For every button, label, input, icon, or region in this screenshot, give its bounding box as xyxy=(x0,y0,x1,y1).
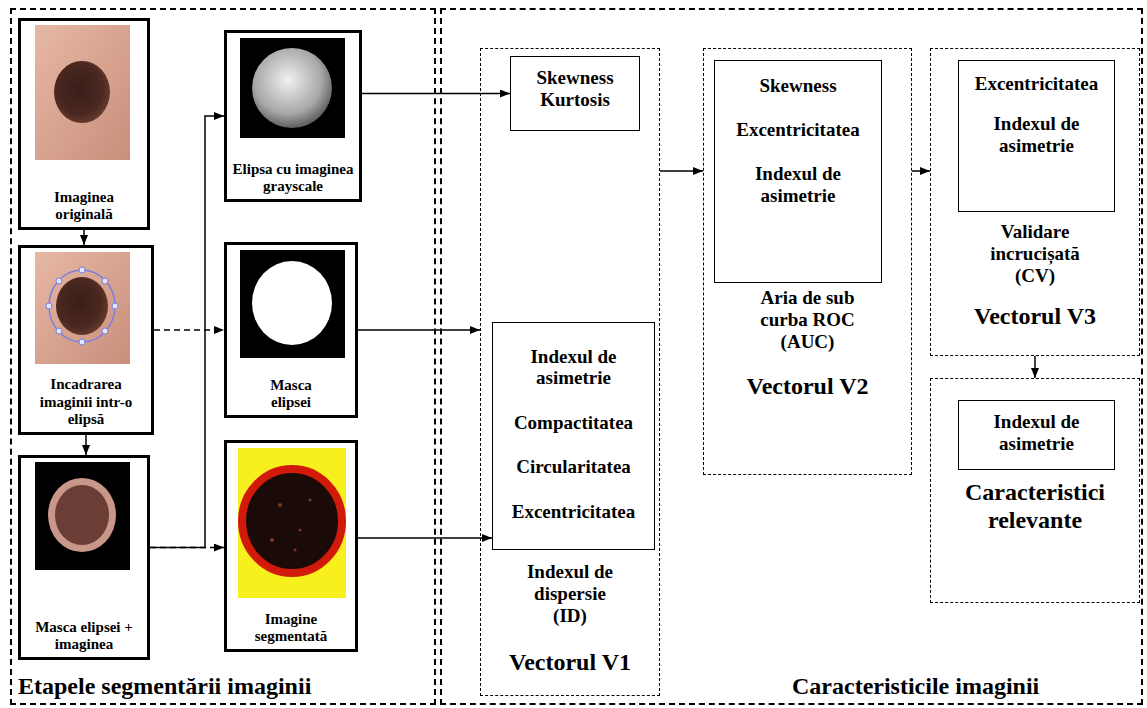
gray-mole xyxy=(252,48,332,128)
image-step-box: Masca elipsei + imaginea xyxy=(18,455,150,660)
segment-ground xyxy=(238,448,346,598)
handle xyxy=(102,328,108,334)
group-heading: Etapele segmentării imaginii xyxy=(18,673,311,701)
skin-ring xyxy=(48,478,116,552)
mask-ground xyxy=(240,250,345,358)
arrow-connector xyxy=(358,537,492,539)
image-step-box: Imaginea originală xyxy=(18,18,150,230)
grayscale-photo xyxy=(240,38,345,138)
feature-name: Indexul de asimetrie xyxy=(519,346,629,390)
feature-box: ExcentricitateaIndexul de asimetrie xyxy=(958,60,1115,212)
arrow-connector xyxy=(912,170,930,172)
group-heading: Caracteristicile imaginii xyxy=(792,673,1039,701)
ellipse-handles xyxy=(46,267,118,345)
feature-name: Circularitatea xyxy=(516,456,631,478)
arrow-connector xyxy=(83,230,85,245)
step-label: Imaginea originală xyxy=(34,189,134,224)
group-panel: Caracteristicile imaginii Indexul de disp… xyxy=(440,8,1143,705)
speckle xyxy=(299,529,302,532)
arrow-connector xyxy=(660,170,703,172)
feature-name: Indexul de asimetrie xyxy=(738,163,858,207)
handle xyxy=(79,267,85,273)
feature-name: Compactitatea xyxy=(514,412,633,434)
vector-label: Vectorul V3 xyxy=(974,303,1096,331)
handle xyxy=(56,328,62,334)
feature-name: Skewness xyxy=(759,75,836,97)
vector-panel: Aria de sub curba ROC (AUC) Vectorul V2 Sk… xyxy=(703,48,912,475)
speckle xyxy=(278,503,282,507)
vector-panel: Caracteristici relevante Indexul de asime… xyxy=(930,378,1140,603)
segment-speckles xyxy=(270,499,312,552)
step-label: Imagine segmentată xyxy=(246,611,336,646)
step-label: Masca elipsei xyxy=(256,377,326,412)
image-step-box: Incadrarea imaginii intr-o elipsă xyxy=(18,245,154,435)
step-label: Elipsa cu imaginea grayscale xyxy=(230,161,356,196)
feature-name: Excentricitatea xyxy=(736,119,859,141)
mask-ground xyxy=(35,462,130,570)
arrow-connector xyxy=(1034,356,1036,378)
handle xyxy=(102,278,108,284)
vector-label: Vectorul V1 xyxy=(509,649,631,677)
mask-ground xyxy=(240,38,345,138)
framed-photo xyxy=(35,252,130,364)
handle xyxy=(79,339,85,345)
speckle xyxy=(270,538,274,542)
feature-box: SkewnessExcentricitateaIndexul de asimet… xyxy=(714,60,882,283)
arrow-connector xyxy=(362,93,510,95)
vector-label: Validare incrucișată (CV) xyxy=(975,221,1095,287)
step-label: Incadrarea imaginii intr-o elipsă xyxy=(24,376,148,428)
skin-patch xyxy=(35,252,130,364)
skin-patch xyxy=(35,25,130,160)
mole xyxy=(56,277,108,335)
masked-photo xyxy=(35,462,130,570)
arrow-connector xyxy=(150,116,224,548)
arrow-connector xyxy=(150,547,224,549)
segmented-photo xyxy=(238,448,346,598)
step-label: Masca elipsei + imaginea xyxy=(27,619,142,654)
handle xyxy=(46,303,52,309)
ellipse-mask xyxy=(240,250,345,358)
feature-name: Excentricitatea xyxy=(975,73,1098,95)
feature-box: Indexul de asimetrie xyxy=(958,400,1115,470)
vector-label: Aria de sub curba ROC (AUC) xyxy=(753,287,863,353)
image-step-box: Elipsa cu imaginea grayscale xyxy=(224,30,362,202)
handle xyxy=(112,303,118,309)
vector-label: Caracteristici relevante xyxy=(955,479,1115,534)
arrow-connector xyxy=(358,329,480,331)
arrow-connector xyxy=(85,435,87,455)
feature-box: Indexul de asimetrieCompactitateaCircula… xyxy=(492,322,655,550)
mask-shape xyxy=(252,261,332,345)
feature-name: Indexul de asimetrie xyxy=(977,113,1097,157)
mole xyxy=(54,61,110,123)
feature-name: Excentricitatea xyxy=(512,501,635,523)
mole xyxy=(55,485,109,545)
fit-ellipse xyxy=(49,270,115,342)
original-photo xyxy=(35,25,130,160)
image-step-box: Masca elipsei xyxy=(224,242,358,418)
feature-name: Indexul de asimetrie xyxy=(977,411,1097,455)
group-panel: Etapele segmentării imaginii Imaginea ori… xyxy=(10,8,436,705)
feature-name: Skewness Kurtosis xyxy=(525,67,625,111)
image-step-box: Imagine segmentată xyxy=(224,440,358,652)
feature-box: Skewness Kurtosis xyxy=(510,56,640,131)
vector-label: Vectorul V2 xyxy=(747,373,869,401)
speckle xyxy=(309,499,312,502)
vector-label: Indexul de dispersie (ID) xyxy=(520,561,620,627)
segment-region xyxy=(242,469,342,573)
vector-panel: Validare incrucișată (CV) Vectorul V3 Exce… xyxy=(930,48,1140,356)
speckle xyxy=(294,549,297,552)
arrow-connector xyxy=(154,329,224,331)
handle xyxy=(56,278,62,284)
vector-panel: Indexul de dispersie (ID) Vectorul V1 Skew… xyxy=(480,48,660,696)
